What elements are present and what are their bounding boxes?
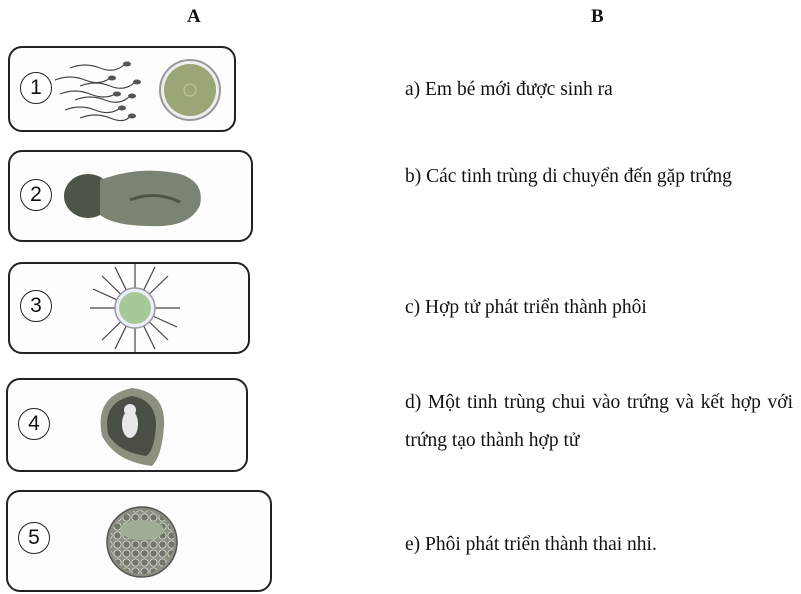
picture-number: 2 xyxy=(20,179,52,211)
picture-number: 3 xyxy=(20,290,52,322)
picture-card-5: 5 xyxy=(6,490,272,592)
picture-number: 1 xyxy=(20,72,52,104)
picture-card-3: 3 xyxy=(8,262,250,354)
fetus-icon xyxy=(100,388,165,466)
statement-a: a) Em bé mới được sinh ra xyxy=(405,79,613,100)
embryo-icon xyxy=(106,506,178,578)
picture-card-4: 4 xyxy=(6,378,248,472)
sperm-and-egg-icon xyxy=(54,59,221,122)
picture-number: 4 xyxy=(18,408,50,440)
statement-d: d) Một tinh trùng chui vào trứng và kết … xyxy=(405,392,793,451)
statement-b: b) Các tinh trùng di chuyển đến gặp trứn… xyxy=(405,166,732,187)
picture-card-1: 1 xyxy=(8,46,236,132)
statement-e: e) Phôi phát triển thành thai nhi. xyxy=(405,534,657,555)
column-b-header: B xyxy=(591,6,604,27)
fertilized-egg-icon xyxy=(90,264,180,352)
newborn-baby-icon xyxy=(64,170,201,227)
column-a-header: A xyxy=(187,6,201,27)
picture-number: 5 xyxy=(18,522,50,554)
statement-c: c) Hợp tử phát triển thành phôi xyxy=(405,297,647,318)
picture-card-2: 2 xyxy=(8,150,253,242)
